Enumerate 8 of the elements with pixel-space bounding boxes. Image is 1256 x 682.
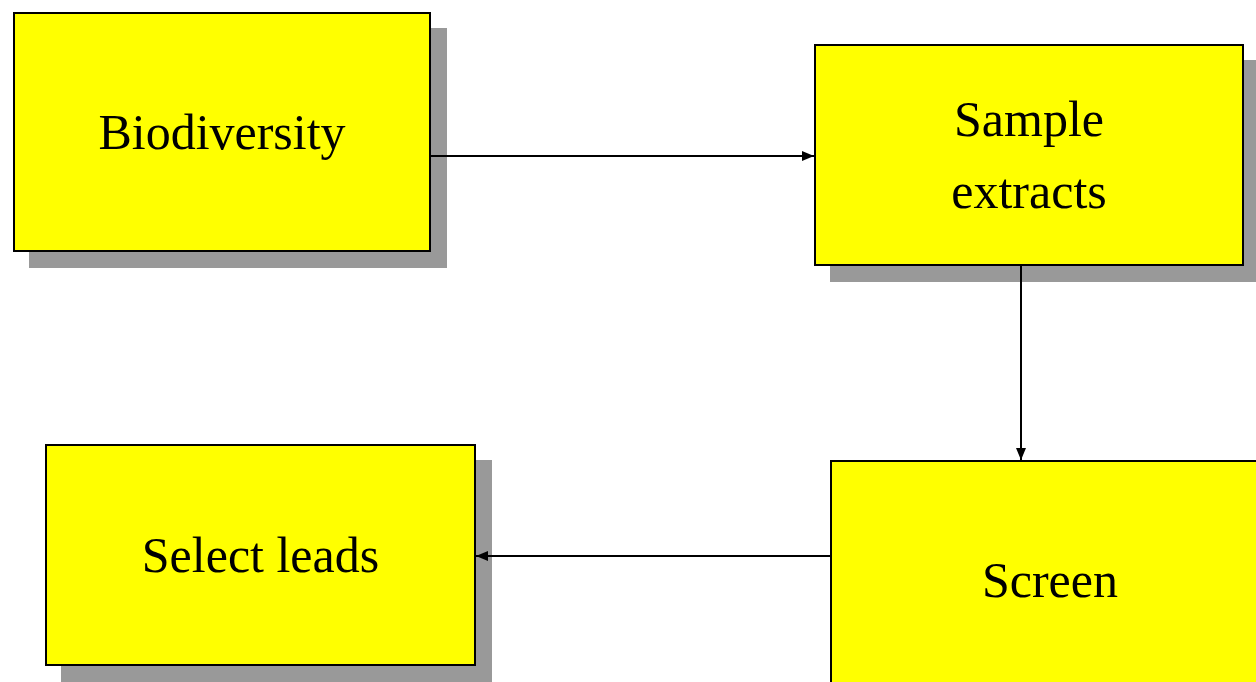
box-label: Select leads [141, 525, 380, 585]
arrow [430, 151, 815, 161]
box-label: Sample extracts [950, 89, 1108, 221]
box-label: Screen [981, 550, 1118, 610]
arrow [475, 551, 831, 561]
arrow [1016, 265, 1026, 461]
process-box [830, 460, 1256, 682]
box-label: Biodiversity [98, 102, 346, 162]
